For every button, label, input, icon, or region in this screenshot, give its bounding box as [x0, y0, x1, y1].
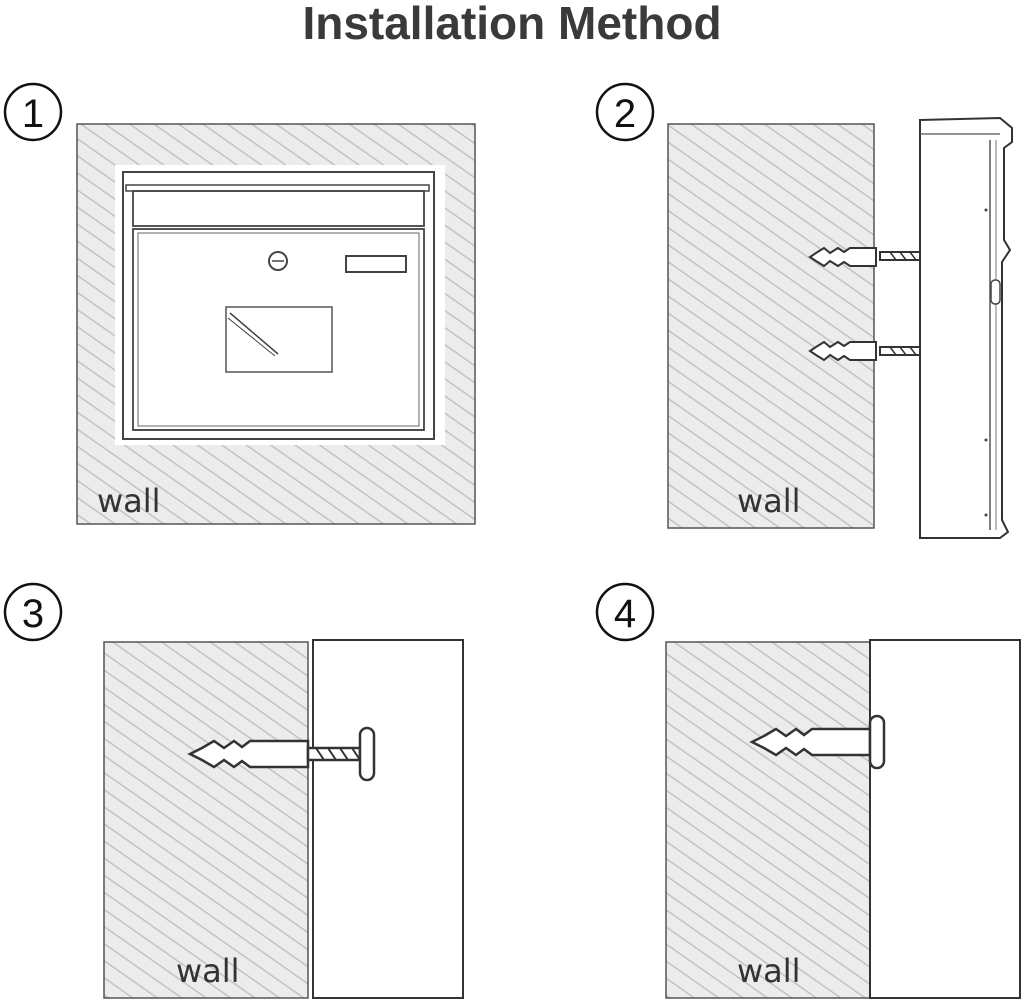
- wall-panel: [665, 641, 871, 999]
- wall-label: wall: [737, 952, 801, 990]
- wall-anchor: [749, 727, 872, 757]
- screw-head: [868, 714, 886, 770]
- mailbox-back-panel: [869, 639, 1021, 999]
- envelope-window: [225, 306, 333, 373]
- mailbox-front: [115, 165, 445, 445]
- lock-icon: [268, 251, 288, 271]
- wall-label: wall: [176, 952, 240, 990]
- step-number-badge: 1: [3, 82, 63, 142]
- name-plate: [345, 255, 407, 273]
- step-number: 3: [22, 592, 44, 636]
- wall-label: wall: [737, 482, 801, 520]
- step-2: 2: [595, 82, 1013, 539]
- wall-anchor: [808, 246, 877, 268]
- screw: [306, 726, 376, 782]
- step-number: 4: [614, 592, 636, 636]
- wall-anchor: [808, 340, 877, 362]
- mailbox-back-panel: [312, 639, 464, 999]
- wall-label: wall: [97, 482, 161, 520]
- step-number: 2: [614, 92, 636, 136]
- wall-anchor: [187, 739, 310, 769]
- step-1: 1 wall: [3, 82, 476, 525]
- step-number: 1: [22, 92, 44, 136]
- mailbox-side-view: [919, 116, 1013, 539]
- wall-panel: [103, 641, 309, 999]
- step-number-badge: 2: [595, 82, 655, 142]
- step-number-badge: 3: [3, 582, 63, 642]
- wall-panel: [667, 123, 875, 529]
- step-3: 3 wall: [3, 582, 464, 999]
- step-4: 4 wall: [595, 582, 1021, 999]
- step-number-badge: 4: [595, 582, 655, 642]
- page-title: Installation Method: [302, 0, 722, 49]
